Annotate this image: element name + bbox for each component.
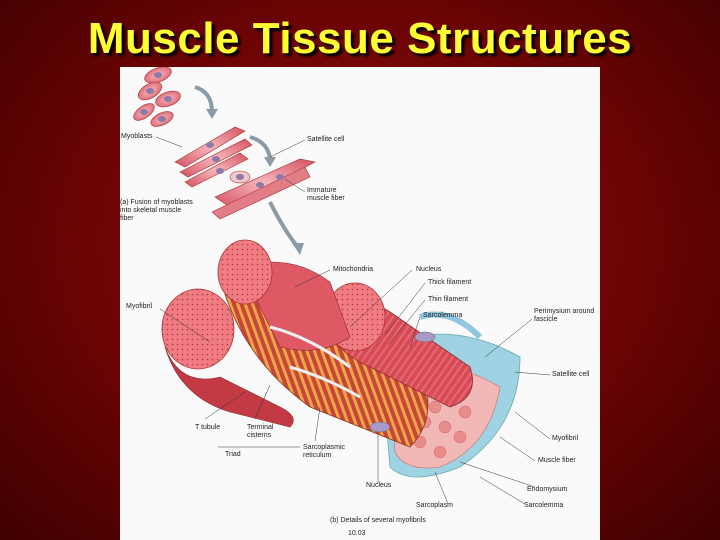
label-mitochondria: Mitochondria xyxy=(333,266,374,273)
arrow-3 xyxy=(268,201,300,249)
label-satellite-cell-b: Satellite cell xyxy=(552,371,590,378)
label-myofibril-right: Myofibril xyxy=(552,435,579,442)
label-sarcolemma-bottom: Sarcolemma xyxy=(524,502,564,509)
label-muscle-fiber: Muscle fiber xyxy=(538,457,576,464)
myofibril-bundle xyxy=(161,239,521,478)
caption-a: (a) Fusion of myoblasts into skeletal mu… xyxy=(120,199,193,222)
arrow-1 xyxy=(194,85,214,113)
label-sarcoplasmic: Sarcoplasmic reticulum xyxy=(303,444,346,459)
label-nucleus-top: Nucleus xyxy=(416,266,442,273)
slide-title: Muscle Tissue Structures xyxy=(87,14,633,63)
label-perimysium: Perimysium around fascicle xyxy=(534,308,595,323)
label-satellite-cell-a: Satellite cell xyxy=(307,136,345,143)
label-sarcoplasm: Sarcoplasm xyxy=(416,502,453,509)
label-myofibril-left: Myofibril xyxy=(126,303,153,310)
immature-muscle-fiber xyxy=(211,158,316,220)
muscle-figure: Myoblasts Satellite cell Immature muscle… xyxy=(120,67,600,540)
label-myoblasts: Myoblasts xyxy=(121,133,153,140)
fusing-myoblasts xyxy=(174,126,253,188)
muscle-illustration xyxy=(133,67,551,505)
leader-lines xyxy=(155,136,551,505)
label-nucleus-bottom: Nucleus xyxy=(366,482,392,489)
figure-number: 10.03 xyxy=(348,530,366,537)
label-t-tubule: T tubule xyxy=(195,424,221,431)
label-endomysium: Endomysium xyxy=(527,486,568,493)
arrow-2 xyxy=(249,135,272,160)
label-terminal-cisterns: Terminal cisterns xyxy=(247,424,274,439)
label-triad: Triad xyxy=(225,451,241,458)
label-thin-filament: Thin filament xyxy=(428,296,469,303)
label-immature-fiber: Immature muscle fiber xyxy=(307,187,345,202)
label-sarcolemma: Sarcolemma xyxy=(423,312,463,319)
caption-b: (b) Details of several myofibrils xyxy=(330,517,426,524)
label-thick-filament: Thick filament xyxy=(428,279,472,286)
myoblast-cells xyxy=(133,67,181,127)
